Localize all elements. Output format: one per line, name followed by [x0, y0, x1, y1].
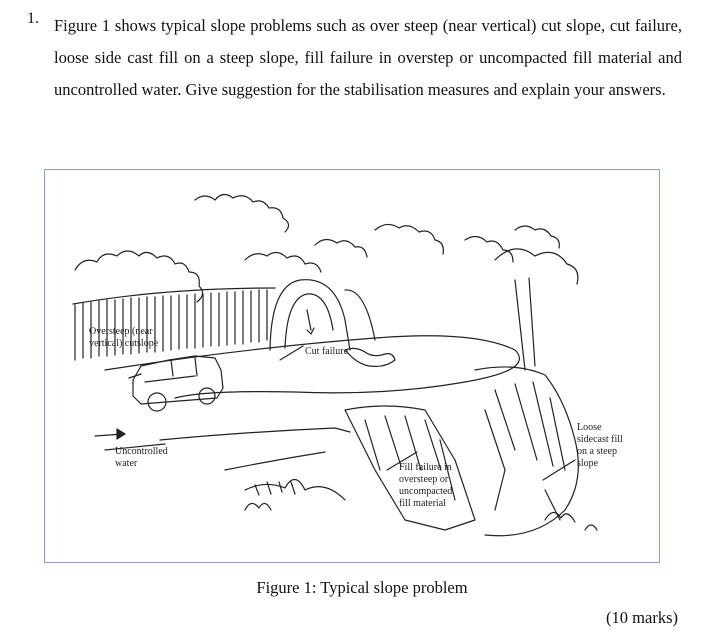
label-fill-failure-line4: fill material [399, 498, 446, 509]
loose-sidecast-fill [474, 366, 579, 537]
label-oversteep-line2: vertical) cutslope [89, 338, 159, 349]
label-oversteep: Oversteep (near vertical) cutslope [89, 326, 158, 350]
marks-label: (10 marks) [606, 608, 678, 627]
label-loose-line3: on a steep [577, 446, 617, 457]
label-loose-line4: slope [577, 458, 599, 469]
label-fill-failure-line1: Fill failure in [399, 462, 452, 473]
label-loose-line2: sidecast fill [577, 434, 623, 445]
label-fill-failure-line3: uncompacted [399, 486, 453, 497]
label-uncontrolled-line2: water [115, 458, 138, 469]
question-text: Figure 1 shows typical slope problems su… [54, 16, 682, 99]
label-loose-line1: Loose [577, 422, 602, 433]
label-uncontrolled-line1: Uncontrolled [115, 446, 168, 457]
label-loose-sidecast: Loose sidecast fill on a steep slope [577, 422, 623, 470]
background-trees [74, 193, 560, 303]
label-cut-failure: Cut failure [305, 346, 348, 358]
label-oversteep-line1: Oversteep (near [89, 326, 153, 337]
cut-failure-arch [269, 279, 376, 351]
label-uncontrolled-water: Uncontrolled water [115, 446, 168, 470]
label-fill-failure-line2: oversteep or [399, 474, 449, 485]
label-cut-failure-text: Cut failure [305, 346, 349, 357]
slope-illustration [72, 193, 598, 537]
question-number: 1. [27, 10, 39, 27]
figure-caption: Figure 1: Typical slope problem [256, 578, 468, 597]
jeep-illustration [128, 355, 224, 412]
label-fill-failure: Fill failure in oversteep or uncompacted… [399, 462, 452, 510]
figure-frame: Oversteep (near vertical) cutslope Cut f… [44, 169, 660, 563]
fill-slope-left [104, 427, 351, 501]
cut-face [74, 289, 268, 361]
road-platform [104, 335, 520, 399]
fill-failure-block [344, 405, 476, 531]
